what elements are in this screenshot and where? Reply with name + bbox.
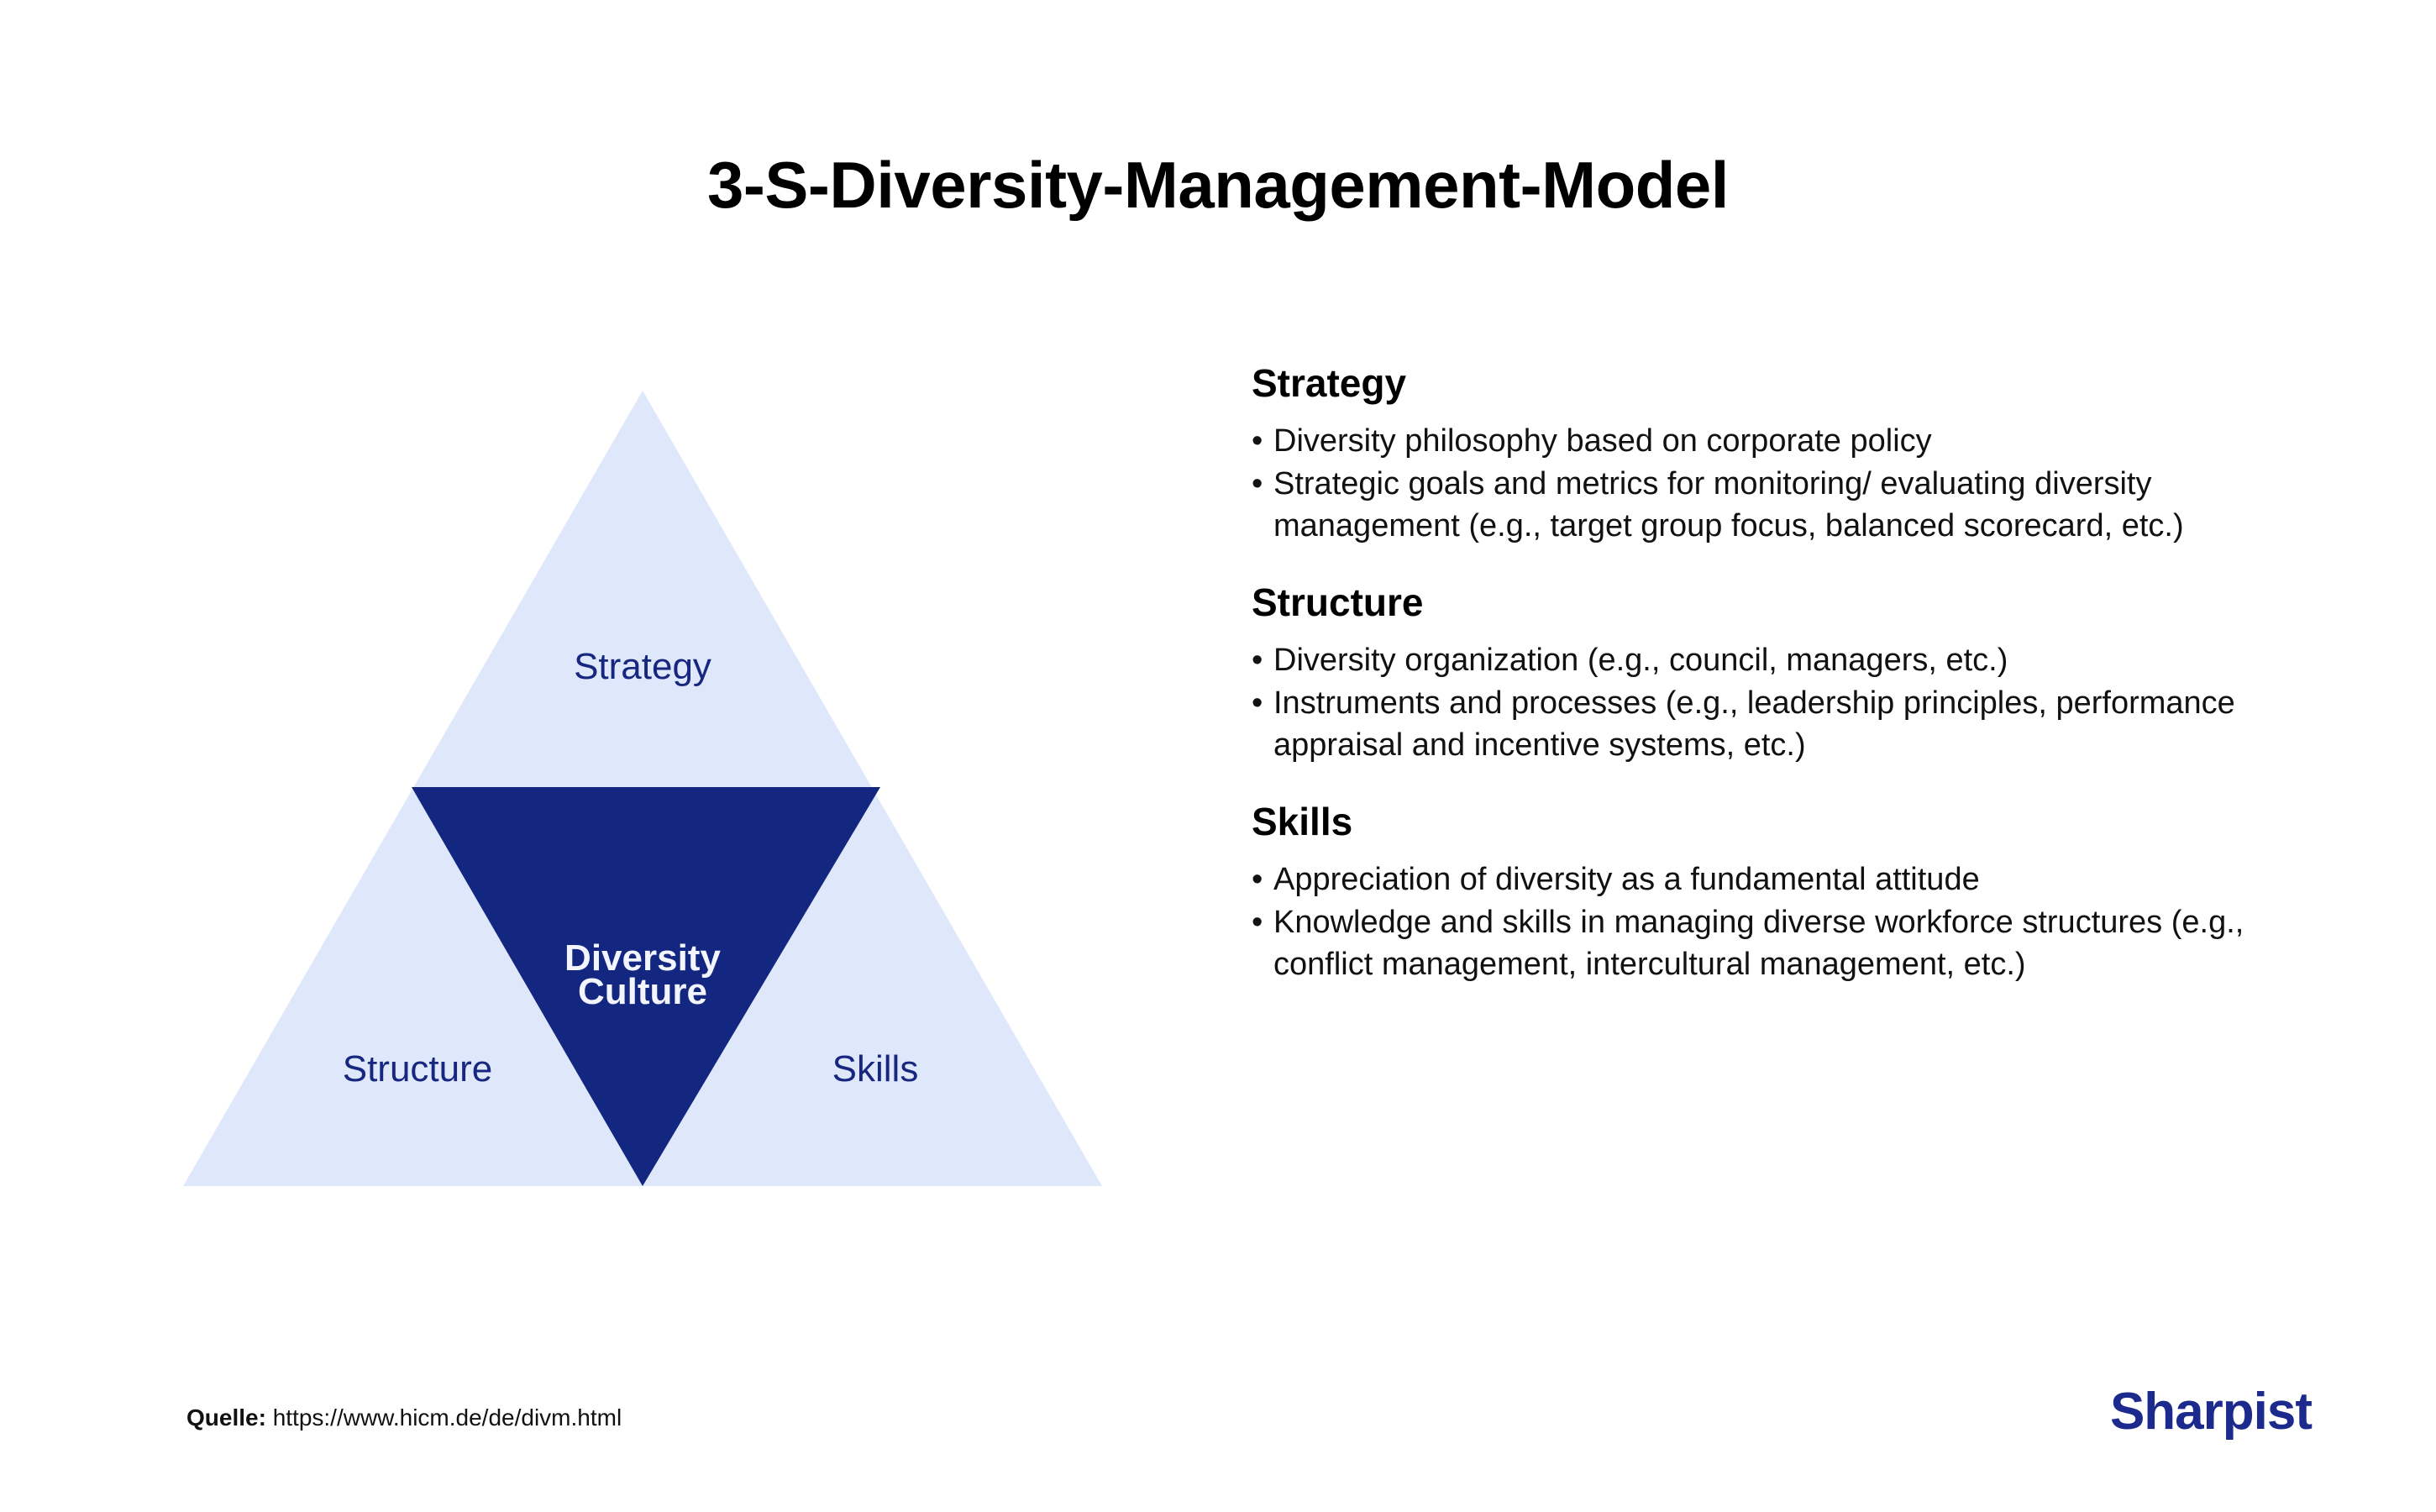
bullet-item: Knowledge and skills in managing diverse… <box>1252 902 2310 985</box>
brand-logo-sharpist: Sharpist <box>2109 1383 2313 1441</box>
source-label: Quelle: <box>186 1404 266 1431</box>
bullet-list-skills: Appreciation of diversity as a fundament… <box>1252 859 2310 985</box>
section-skills: Skills Appreciation of diversity as a fu… <box>1252 800 2310 985</box>
triangle-label-structure: Structure <box>343 1048 493 1089</box>
triangle-label-diversity-culture-line2: Culture <box>578 971 707 1012</box>
bullet-item: Diversity organization (e.g., council, m… <box>1252 640 2310 682</box>
page-title: 3-S-Diversity-Management-Model <box>707 148 1729 222</box>
section-heading-structure: Structure <box>1252 580 1424 625</box>
source-citation: Quelle: https://www.hicm.de/de/divm.html <box>186 1404 622 1431</box>
source-url: https://www.hicm.de/de/divm.html <box>272 1404 622 1431</box>
triangle-label-strategy: Strategy <box>574 646 711 687</box>
section-heading-skills: Skills <box>1252 800 1353 844</box>
bullet-item: Appreciation of diversity as a fundament… <box>1252 859 2310 901</box>
diagram-three-s-triangle: Strategy Structure Skills Diversity Cult… <box>118 361 1176 1226</box>
bullet-item: Strategic goals and metrics for monitori… <box>1252 464 2310 547</box>
bullet-item: Instruments and processes (e.g., leaders… <box>1252 683 2310 766</box>
bullet-list-structure: Diversity organization (e.g., council, m… <box>1252 640 2310 766</box>
section-strategy: Strategy Diversity philosophy based on c… <box>1252 361 2310 547</box>
triangle-label-skills: Skills <box>832 1048 919 1089</box>
bullet-item: Diversity philosophy based on corporate … <box>1252 421 2310 463</box>
details-column: Strategy Diversity philosophy based on c… <box>1252 361 2310 987</box>
inner-triangle-diversity-culture <box>412 787 880 1186</box>
triangle-label-diversity-culture-line1: Diversity <box>564 937 721 979</box>
bullet-list-strategy: Diversity philosophy based on corporate … <box>1252 421 2310 547</box>
section-heading-strategy: Strategy <box>1252 361 1407 405</box>
section-structure: Structure Diversity organization (e.g., … <box>1252 580 2310 766</box>
